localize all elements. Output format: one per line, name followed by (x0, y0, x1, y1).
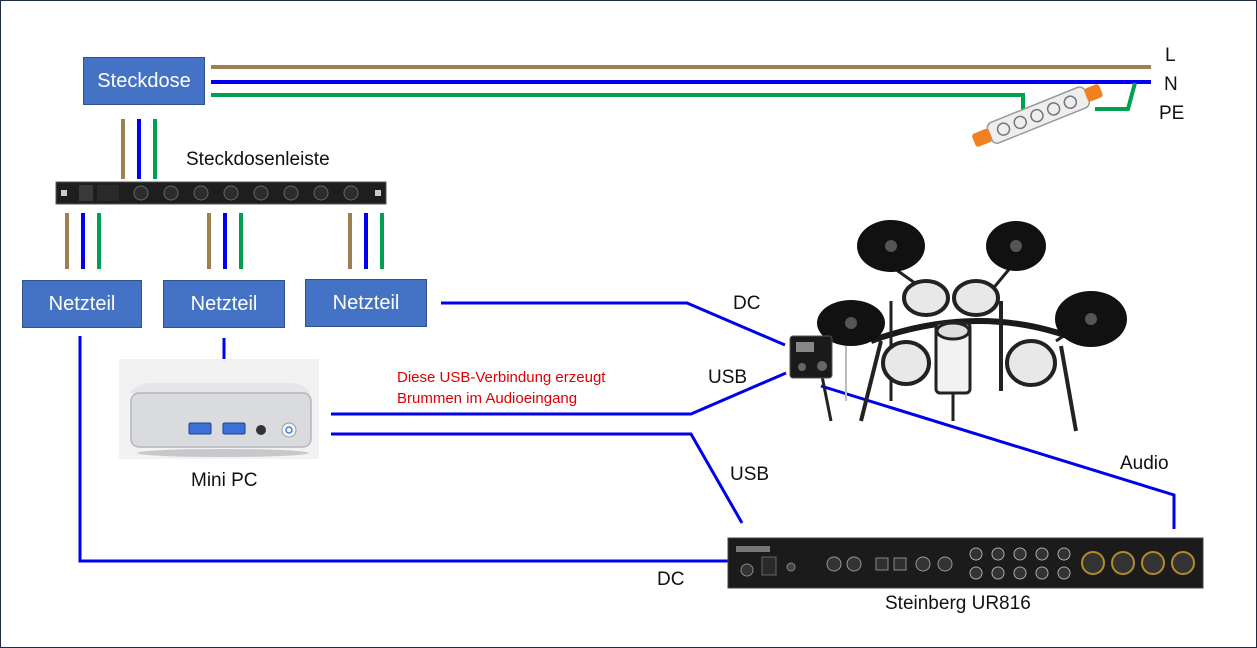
label-mini-pc: Mini PC (191, 470, 258, 491)
earth-return-line (1095, 82, 1137, 111)
drum-kit-image (789, 220, 1127, 432)
netzteil-box-1: Netzteil (22, 280, 142, 328)
label-dc-drum: DC (733, 293, 761, 314)
label-usb-interface: USB (730, 464, 770, 485)
rack-power-strip (55, 181, 387, 205)
wire-usb-drum (331, 371, 787, 416)
usb-hum-note-line-2: Brummen im Audioeingang (397, 390, 578, 407)
wire-dc-drum (441, 301, 786, 347)
wire-audio (820, 384, 1176, 529)
usb-hum-note-line-1: Diese USB-Verbindung erzeugt (397, 369, 606, 386)
label-steinberg-ur816: Steinberg UR816 (885, 593, 1031, 614)
mini-pc-image (119, 359, 319, 459)
wire-usb-interface (331, 432, 744, 524)
label-l: L (1165, 45, 1176, 66)
steckdose-box: Steckdose (83, 57, 205, 105)
wire-dc-interface (78, 336, 746, 563)
label-usb-drum: USB (708, 367, 748, 388)
label-audio: Audio (1120, 453, 1169, 474)
mains-strip-image (972, 84, 1103, 147)
label-dc-interface: DC (657, 569, 685, 590)
netzteil-box-3: Netzteil (305, 279, 427, 327)
label-pe: PE (1159, 103, 1185, 124)
earth-line (211, 93, 1025, 123)
audio-interface-image (727, 537, 1204, 589)
usb-hum-note: Diese USB-Verbindung erzeugt Brummen im … (397, 367, 605, 409)
label-steckdosenleiste: Steckdosenleiste (186, 149, 330, 170)
label-n: N (1164, 74, 1178, 95)
netzteil-box-2: Netzteil (163, 280, 285, 328)
